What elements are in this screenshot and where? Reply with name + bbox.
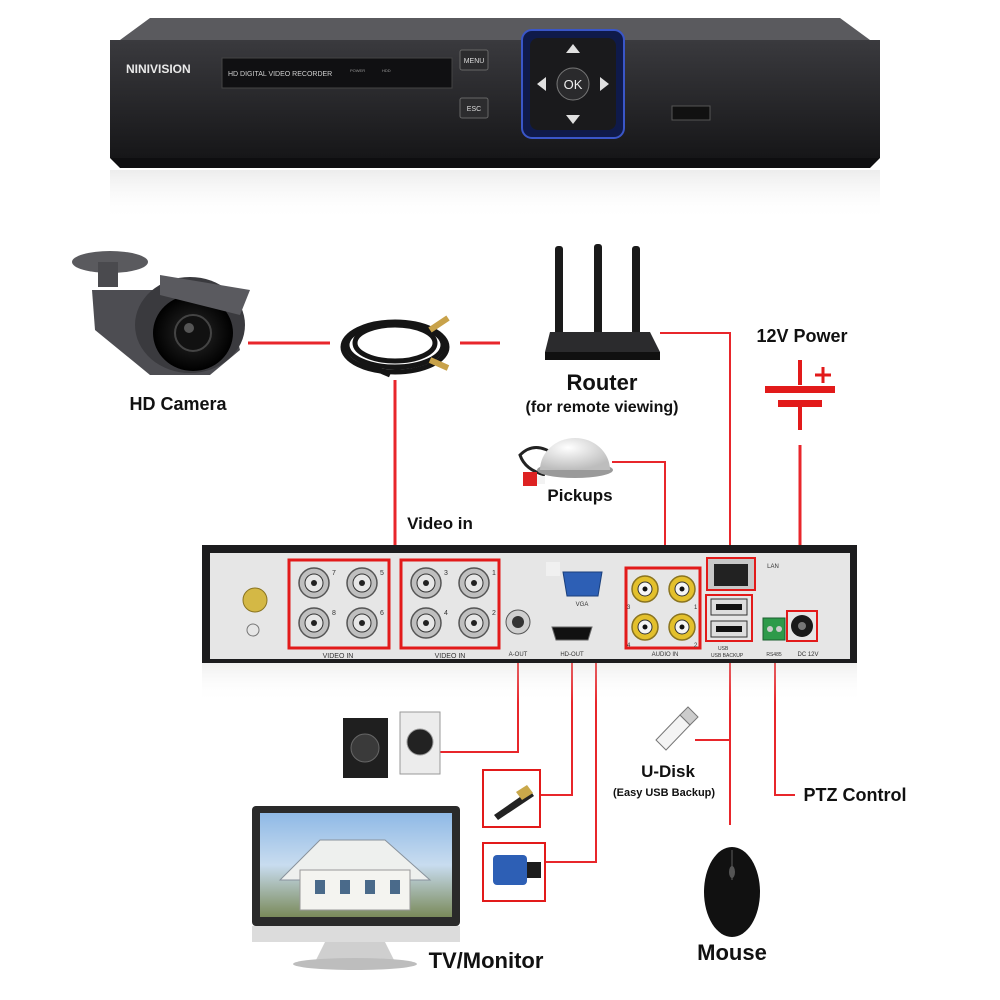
mouse-label: Mouse [697,940,767,965]
video-a-bnc-6: 6 [346,607,384,639]
usb-ports: USB USB BACKUP [705,594,753,659]
up-arrow-icon[interactable] [566,44,580,53]
router-sublabel: (for remote viewing) [526,399,679,416]
u-disk [655,706,699,751]
brand-logo: NINIVISION [126,62,191,76]
hdmi-text: HD-OUT [560,652,584,658]
video-b-bnc-number: 3 [444,570,448,577]
video-a-bnc-5: 5 [346,567,384,599]
dvr-front-unit: NINIVISION HD DIGITAL VIDEO RECORDER POW… [110,18,880,220]
display-window [221,57,453,89]
wire-pickups [612,461,666,570]
mouse [704,847,760,937]
audio-in-group: 3 1 4 2 AUDIO IN [624,566,702,658]
ptz-label: PTZ Control [804,785,907,805]
hd-camera [72,251,250,375]
speakers [343,711,441,778]
usb-front-port [671,105,711,121]
down-arrow-icon[interactable] [566,115,580,124]
hdd-indicator-label: HDD [382,68,391,73]
rs485-port: RS485 [762,617,786,658]
video-in-group-a: 7 5 8 6 VIDEO IN [287,558,391,660]
hdmi-port: HD-OUT [551,626,593,658]
vga-cable [482,842,546,902]
hdmi-cable [482,769,541,828]
video-b-bnc-1: 1 [458,567,496,599]
battery-icon [765,360,835,430]
video-b-bnc-number: 4 [444,610,448,617]
video-a-bnc-number: 6 [380,610,384,617]
power-indicator-label: POWER [350,68,365,73]
dc-power-port: DC 12V [786,610,819,658]
usb-text: USB [718,646,729,652]
aout-text: A-OUT [509,652,528,658]
tv-monitor-label: TV/Monitor [429,948,544,973]
model-text: HD DIGITAL VIDEO RECORDER [228,71,332,78]
audio-rca-number: 4 [627,643,631,649]
video-a-bnc-number: 7 [332,570,336,577]
audio-rca-1: 1 [668,575,698,611]
video-b-bnc-4: 4 [410,607,448,639]
udisk-sublabel: (Easy USB Backup) [613,787,715,799]
tv-monitor [252,806,460,970]
menu-button-label: MENU [464,58,485,65]
wires [248,332,802,863]
audio-out-port: A-OUT [505,609,531,658]
audio-rca-4: 4 [627,613,659,649]
video-a-bnc-number: 5 [380,570,384,577]
coax-cable-coil [340,315,450,378]
video-a-bnc-8: 8 [298,607,336,639]
ok-button[interactable] [556,67,590,101]
video-a-bnc-7: 7 [298,567,336,599]
power-label: 12V Power [756,326,847,346]
video-a-bnc-number: 8 [332,610,336,617]
audio-rca-number: 3 [627,605,631,611]
video-in-group-b: 3 1 4 2 VIDEO IN [399,558,501,660]
audio-in-text: AUDIO IN [652,652,679,658]
udisk-label: U-Disk [641,762,695,781]
vga-port: VGA [546,562,603,608]
hd-camera-label: HD Camera [129,394,227,414]
dc-text: DC 12V [797,652,818,658]
video-b-bnc-2: 2 [458,607,496,639]
video-b-bnc-number: 2 [492,610,496,617]
lan-text: LAN [767,564,779,570]
video-in-label: Video in [407,514,473,533]
pickup-microphone [518,438,613,486]
audio-rca-3: 3 [627,575,659,611]
esc-button-label: ESC [467,106,481,113]
video-in-a-text: VIDEO IN [323,653,354,660]
lan-port: LAN [706,557,779,591]
wire-router-lan [660,332,731,560]
audio-rca-2: 2 [668,613,698,649]
video-in-b-text: VIDEO IN [435,653,466,660]
video-b-bnc-3: 3 [410,567,448,599]
audio-rca-number: 2 [694,643,698,649]
router [545,244,660,360]
esc-button[interactable] [459,97,489,119]
menu-button[interactable] [459,49,489,71]
video-b-bnc-number: 1 [492,570,496,577]
router-label: Router [567,370,638,395]
left-arrow-icon[interactable] [537,77,546,91]
audio-rca-number: 1 [694,605,698,611]
usb-backup-text: USB BACKUP [711,653,744,659]
right-arrow-icon[interactable] [600,77,609,91]
ok-button-label: OK [564,77,583,92]
rs485-text: RS485 [766,652,782,658]
vga-text: VGA [576,602,589,608]
pickups-label: Pickups [547,486,612,505]
